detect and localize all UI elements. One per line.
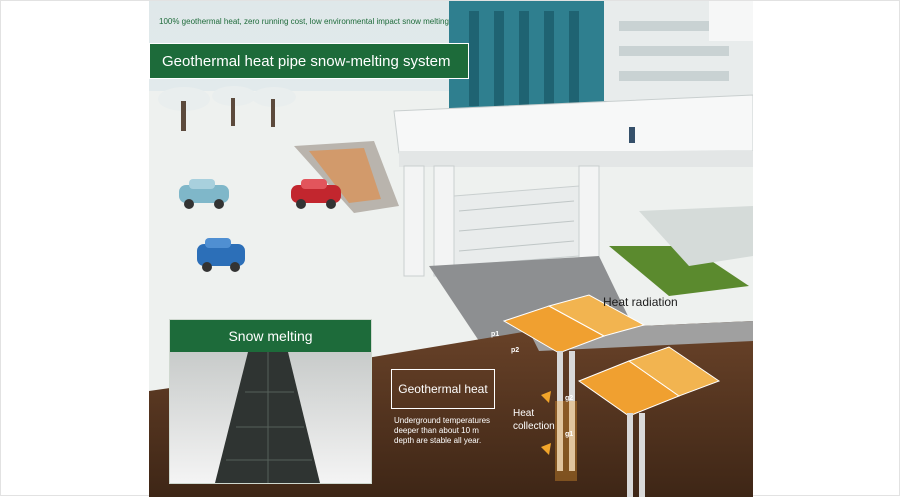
heat-collection-label: Heat collection bbox=[513, 407, 555, 433]
pedestrian-bridge bbox=[393, 94, 753, 277]
car-red bbox=[291, 179, 341, 209]
geothermal-heat-box: Geothermal heat bbox=[391, 369, 495, 409]
heat-collection-line1: Heat bbox=[513, 408, 535, 419]
heat-collection-line2: collection bbox=[513, 421, 555, 432]
page-title: Geothermal heat pipe snow-melting system bbox=[162, 52, 451, 70]
title-banner: Geothermal heat pipe snow-melting system bbox=[149, 43, 469, 79]
grass-patch bbox=[609, 246, 749, 296]
heat-pipes bbox=[555, 351, 645, 497]
illustration: 100% geothermal heat, zero running cost,… bbox=[149, 1, 753, 497]
tagline: 100% geothermal heat, zero running cost,… bbox=[159, 17, 449, 26]
snow-melting-photo bbox=[170, 352, 371, 483]
geothermal-heat-label: Geothermal heat bbox=[398, 382, 488, 396]
p2-label: p2 bbox=[511, 347, 520, 354]
snow-melting-header: Snow melting bbox=[170, 320, 371, 352]
buildings bbox=[449, 1, 753, 111]
g2-label: g2 bbox=[565, 395, 574, 402]
snow-melting-title: Snow melting bbox=[228, 328, 313, 344]
pedestrian bbox=[629, 127, 635, 143]
p1-label: p1 bbox=[491, 331, 500, 338]
trees bbox=[158, 86, 296, 131]
heat-collection-arrows bbox=[541, 391, 551, 455]
heat-radiation-panels bbox=[502, 294, 721, 417]
scene-drawing bbox=[149, 1, 753, 497]
car-light-blue bbox=[179, 179, 229, 209]
snow-melting-panel: Snow melting bbox=[169, 319, 372, 484]
heat-radiation-label: Heat radiation bbox=[603, 295, 678, 309]
car-blue bbox=[197, 238, 245, 272]
geothermal-description: Underground temperatures deeper than abo… bbox=[394, 416, 491, 445]
g1-label: g1 bbox=[565, 431, 574, 438]
